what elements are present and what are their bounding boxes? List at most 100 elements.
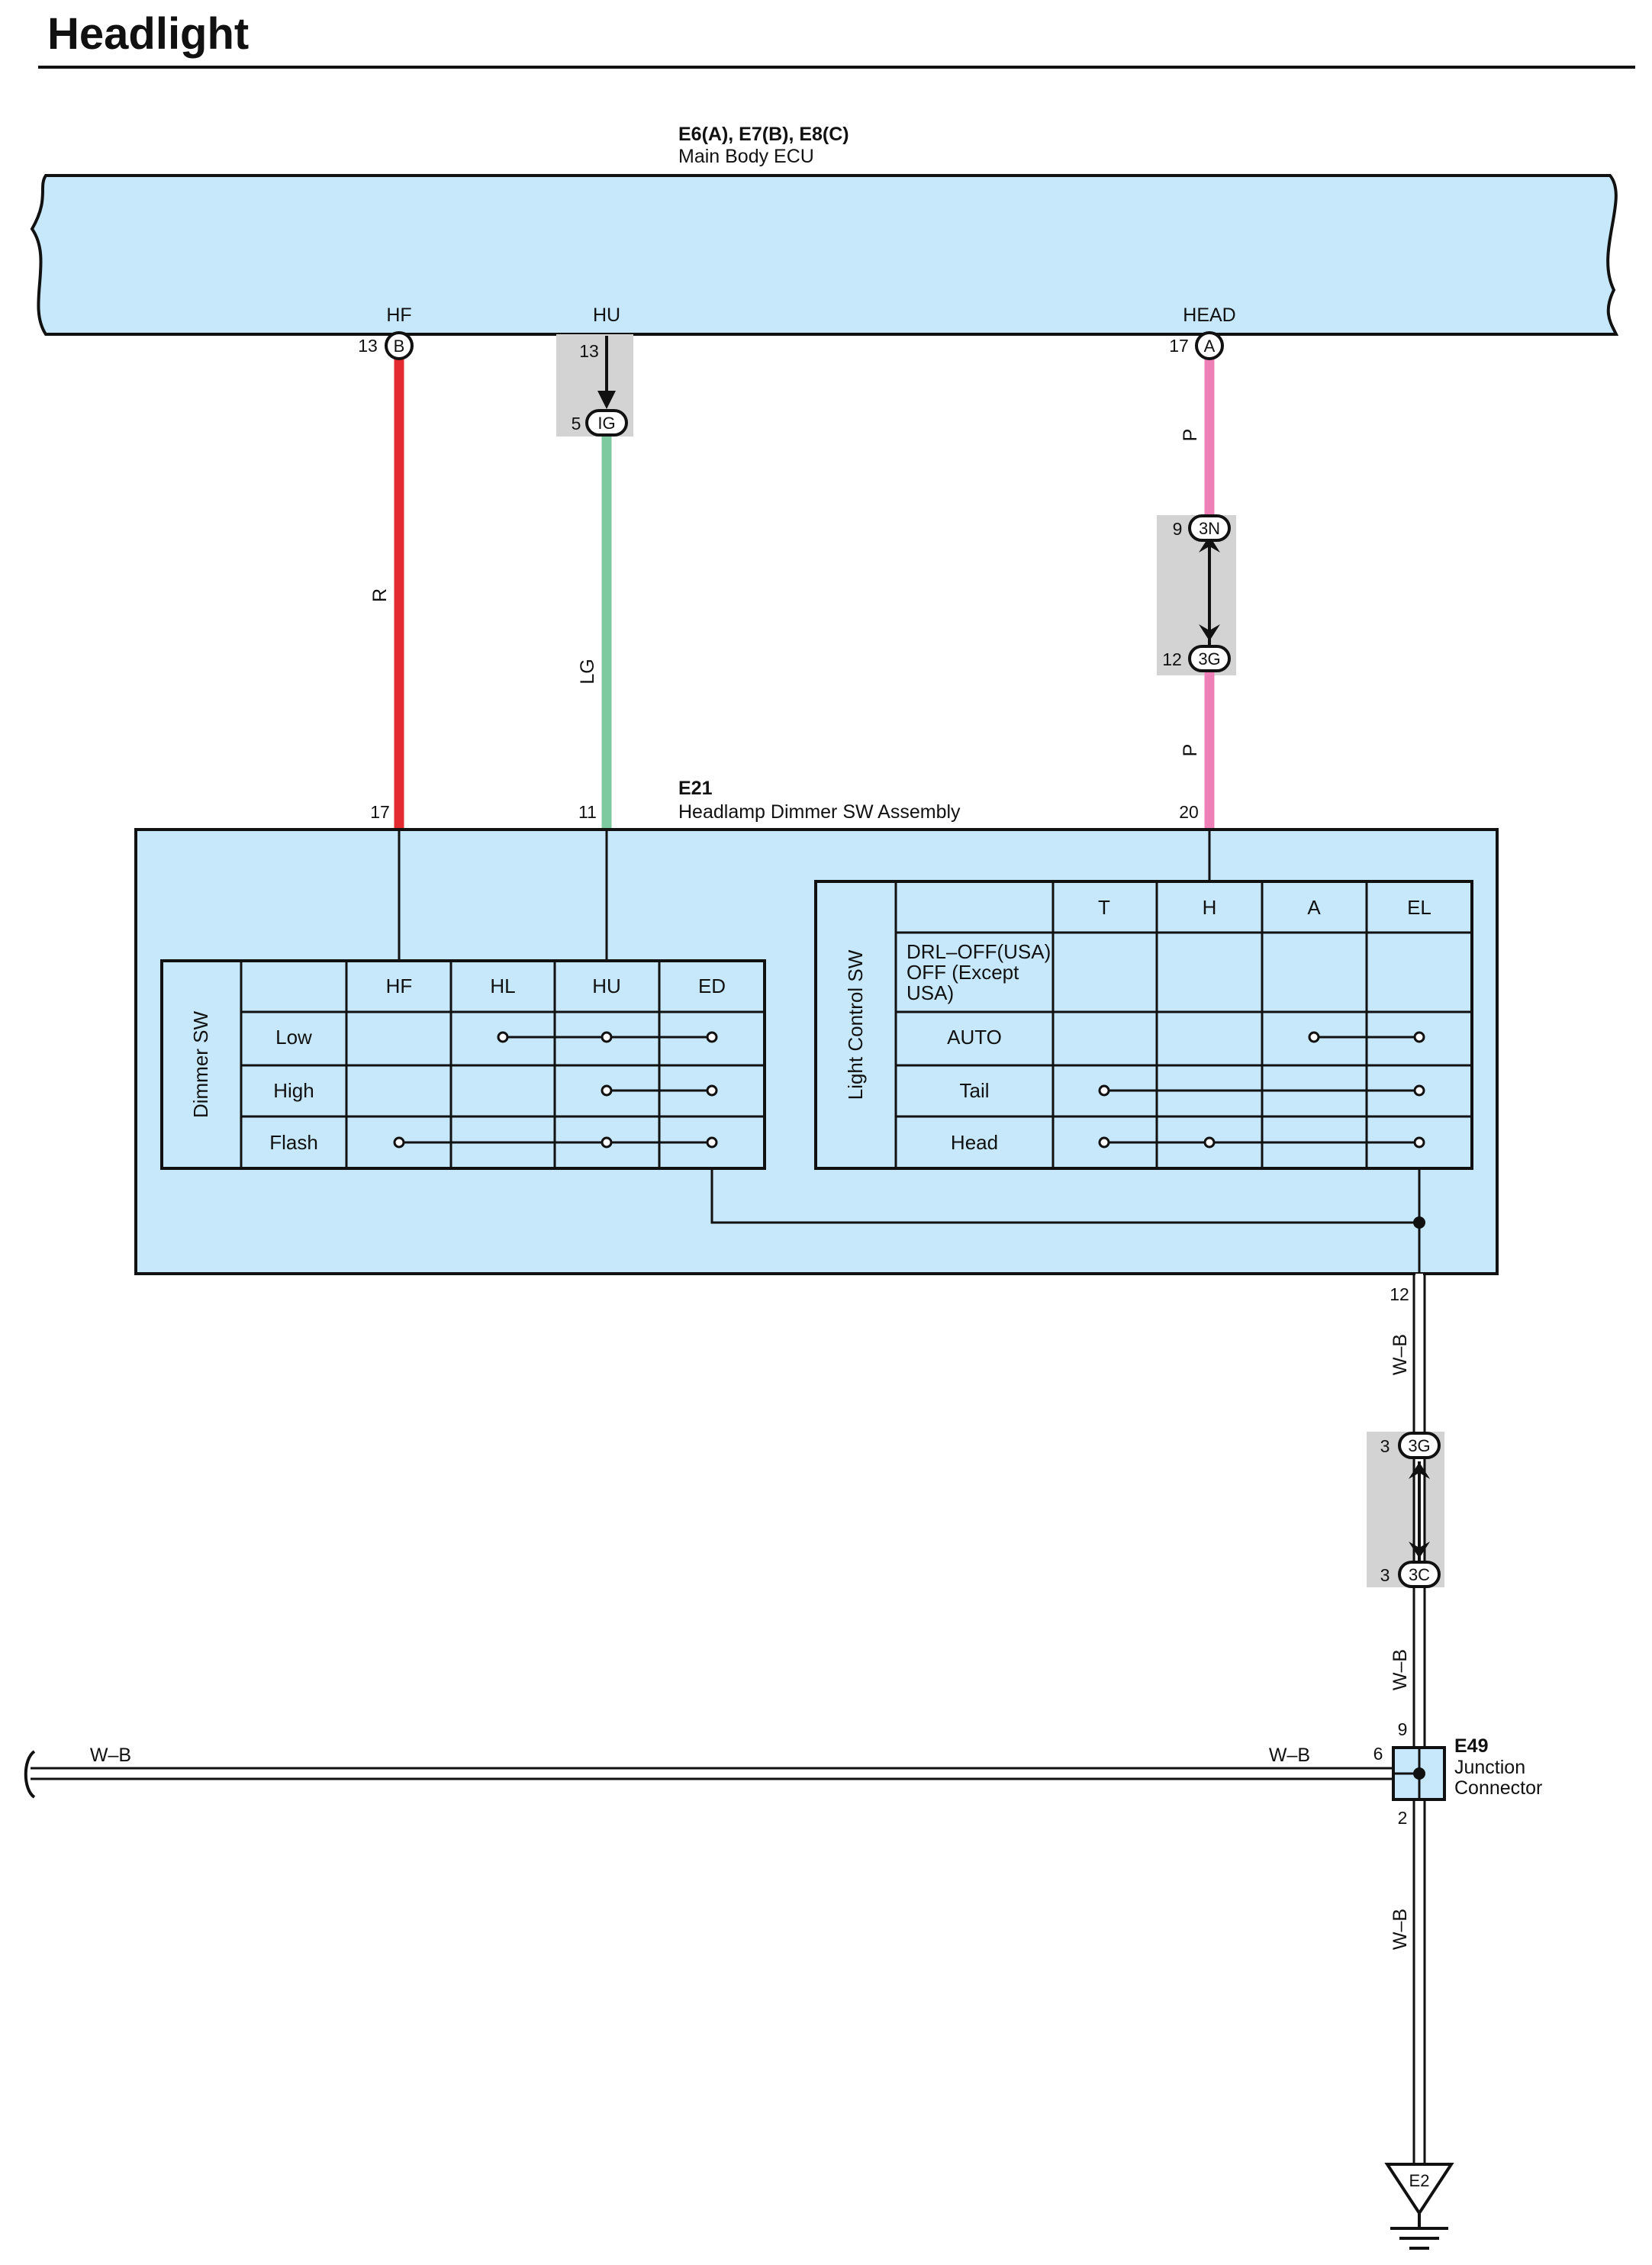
dimmer-col-ed: ED [698,975,726,997]
ecu-body [30,174,1619,336]
inline-3g-top-oval [1188,645,1231,672]
light-col-t: T [1098,896,1110,919]
junction-pin-top: 9 [1398,1719,1408,1739]
light-contact-point [1203,1136,1216,1149]
junction-name-line1: Junction [1454,1757,1525,1778]
light-contact-point [1308,1031,1320,1043]
dimmer-row-label: High [273,1079,314,1102]
switch-pin-hf: 17 [370,802,390,822]
wire-continuation-mark [24,1750,36,1799]
inline-3c-pin: 3 [1380,1565,1390,1585]
light-row-label: AUTO [947,1026,1002,1049]
light-contact-point [1413,1136,1425,1149]
ground-triangle [1384,2163,1454,2216]
ecu-pin-hf: 13 [358,336,378,356]
dimmer-sw-title: Dimmer SW [189,1010,212,1118]
light-contact-point [1098,1136,1110,1149]
dimmer-contact-point [601,1136,613,1149]
dimmer-contact-point [706,1084,718,1097]
wire-color-hu: LG [577,659,598,684]
inline-3g-bottom-pin: 3 [1380,1436,1390,1456]
light-col-a: A [1307,896,1321,919]
light-row-label: Tail [959,1079,989,1102]
dimmer-contact-point [393,1136,405,1149]
inline-3g-bottom-oval [1398,1432,1441,1459]
hu-arrow-head [597,391,616,409]
switch-name: Headlamp Dimmer SW Assembly [678,801,961,823]
wire-color-ground-left: W–B [90,1745,131,1766]
junction-code: E49 [1454,1735,1488,1757]
light-contact-point [1413,1031,1425,1043]
inline-3n-oval [1188,514,1231,542]
wire-color-ground-2: W–B [1390,1649,1411,1690]
ecu-connectors: E6(A), E7(B), E8(C) [678,124,849,145]
dimmer-col-hf: HF [386,975,413,997]
inline-3n-code: 3N [1199,519,1220,538]
ground-inline-arrow-down [1409,1542,1430,1558]
ecu-terminal-head: HEAD [1183,304,1235,326]
light-control-sw-title: Light Control SW [844,949,867,1100]
wire-color-head-upper: P [1180,429,1201,442]
dimmer-contact-point [601,1084,613,1097]
inline-3g-top-pin: 12 [1162,649,1182,669]
internal-ground-junction-dot [1413,1216,1425,1229]
dimmer-contact-point [601,1031,613,1043]
dimmer-col-hu: HU [592,975,621,997]
ecu-terminal-hu: HU [593,304,620,326]
ecu-pin-head: 17 [1169,336,1189,356]
ecu-conn-head: A [1204,337,1216,356]
light-col-h: H [1203,896,1217,919]
inline-3c-oval [1398,1561,1441,1588]
switch-pin-ground: 12 [1390,1284,1409,1304]
internal-ground-bus [710,1168,1419,1224]
switch-pin-head: 20 [1179,802,1199,822]
dimmer-col-hl: HL [490,975,515,997]
inline-ig-pin: 5 [572,414,581,433]
ecu-conn-hf: B [394,337,405,356]
light-control-sw-table [814,880,1473,1170]
inline-ig-oval [585,409,628,437]
light-row-label: OFF (Except [907,961,1019,984]
dimmer-row-label: Flash [269,1131,318,1154]
wire-color-ground-1: W–B [1390,1334,1411,1375]
page-title: Headlight [47,9,249,59]
light-row-label: USA) [907,981,954,1004]
head-inline-arrow-up [1199,536,1220,553]
dimmer-contact-point [706,1136,718,1149]
light-contact-point [1413,1084,1425,1097]
junction-dot [1413,1767,1425,1780]
switch-pin-hu: 11 [578,802,597,822]
wire-ground-horizontal [31,1767,1396,1780]
ecu-pin-circle-head [1195,331,1224,360]
light-row-label: DRL–OFF(USA) [907,940,1051,963]
dimmer-sw-table [160,959,766,1170]
inline-3g-top-code: 3G [1198,649,1220,669]
ecu-pin-circle-hf [385,331,414,360]
ecu-terminal-hf: HF [386,304,411,326]
switch-code: E21 [678,778,713,799]
ecu-name: Main Body ECU [678,146,814,167]
inline-3n-pin: 9 [1173,519,1183,539]
wire-color-ground-right: W–B [1269,1745,1310,1766]
dimmer-contact-point [706,1031,718,1043]
dimmer-contact-point [497,1031,509,1043]
hu-pin: 13 [579,341,599,361]
wire-color-head-lower: P [1180,744,1201,757]
wire-color-hf: R [369,588,391,602]
inline-ig-code: IG [597,414,615,433]
inline-3g-bottom-code: 3G [1408,1436,1430,1455]
junction-pin-bottom: 2 [1398,1808,1408,1828]
light-row-label: Head [951,1131,998,1154]
light-col-el: EL [1407,896,1431,919]
dimmer-row-label: Low [275,1026,312,1049]
ground-code: E2 [1409,2171,1430,2190]
junction-name-line2: Connector [1454,1777,1542,1799]
junction-pin-left: 6 [1373,1744,1383,1764]
light-contact-point [1098,1084,1110,1097]
head-inline-arrow-down [1199,624,1220,641]
inline-3c-code: 3C [1409,1565,1430,1584]
ground-inline-arrow-up [1409,1462,1430,1479]
wire-color-ground-3: W–B [1390,1909,1411,1950]
wire-ground-vertical [1412,1274,1426,2164]
